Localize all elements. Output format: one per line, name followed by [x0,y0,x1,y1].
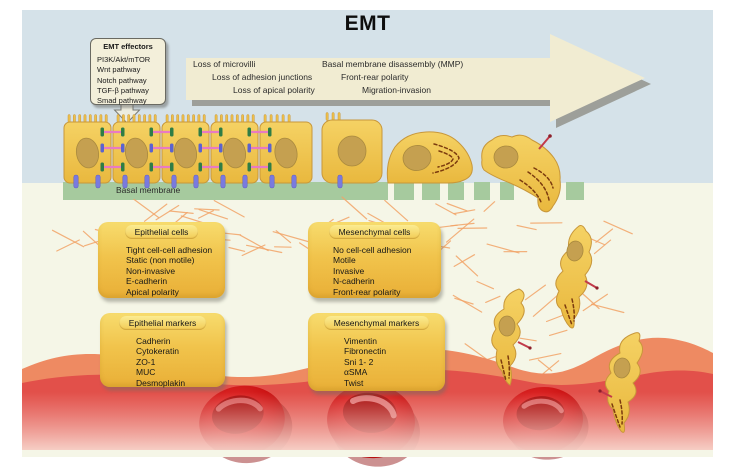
box-item: Front-rear polarity [333,286,401,297]
microvilli [67,112,341,123]
effector-item: Smad pathway [97,96,147,106]
epithelial-cells-box: Epithelial cells Tight cell-cell adhesio… [98,222,225,298]
emt-effectors-box: EMT effectors PI3K/Akt/mTOR Wnt pathway … [90,38,166,105]
effector-item: PI3K/Akt/mTOR [97,55,151,64]
box-item: Invasive [333,265,365,276]
bottom-strip [22,450,713,457]
box-title: Mesenchymal markers [323,316,430,330]
arrow-line: Basal membrane disassembly (MMP) [322,59,464,69]
vessel-fade [22,392,713,457]
box-title: Epithelial cells [124,225,199,239]
arrow-line: Loss of adhesion junctions [212,72,313,82]
epithelial-cell-row [63,112,383,189]
mmp-spike [538,135,551,150]
mesenchymal-cell-migrating [491,288,532,386]
effector-item: Wnt pathway [97,65,141,75]
box-title: Epithelial markers [118,316,207,330]
mmp-spike [517,341,531,349]
box-item: No cell-cell adhesion [333,245,412,255]
mmp-spike [599,390,613,398]
box-item: Static (non motile) [126,255,195,266]
arrow-line: Front-rear polarity [341,72,409,82]
box-item: N-cadherin [333,276,375,287]
box-item: Vimentin [344,336,377,346]
box-title: Mesenchymal cells [328,225,421,239]
mesenchymal-cell-migrating [555,225,599,329]
effector-item: Notch pathway [97,75,147,85]
arrow-line: Loss of microvilli [193,59,256,69]
epithelial-markers-box: Epithelial markers Cadherin Cytokeratin … [100,313,225,388]
box-item: Cadherin [136,336,171,346]
cell-junctions [100,127,272,172]
box-item: Cytokeratin [136,346,179,357]
box-item: Apical polarity [126,286,179,297]
box-item: Twist [344,377,364,388]
box-item: E-cadherin [126,276,168,287]
mmp-spike [584,280,598,289]
mesenchymal-cell-intravasation [598,332,643,433]
arrow-line: Loss of apical polarity [233,85,315,95]
emt-process-arrow [186,34,651,128]
box-item: αSMA [344,367,368,378]
basal-membrane-label: Basal membrane [116,185,181,195]
box-item: ZO-1 [136,356,156,367]
transitional-cell-elongating [386,131,473,184]
integrins [73,174,343,189]
mesenchymal-markers-box: Mesenchymal markers Vimentin Fibronectin… [308,313,445,391]
cell-crossing-membrane [481,134,561,213]
box-item: Sni 1- 2 [344,356,374,367]
box-item: Fibronectin [344,346,387,357]
arrow-text-left: Loss of microvilli Loss of adhesion junc… [193,58,315,97]
box-item: Motile [333,255,356,266]
basal-membrane [63,182,584,200]
box-item: Tight cell-cell adhesion [126,245,213,255]
box-item: Desmoplakin [136,377,186,388]
arrow-body [186,34,645,122]
box-item: Non-invasive [126,265,176,276]
mesenchymal-cells-box: Mesenchymal cells No cell-cell adhesion … [308,222,441,298]
effectors-title: EMT effectors [103,42,153,51]
arrow-line: Migration-invasion [362,85,431,95]
arrow-text-right: Basal membrane disassembly (MMP) Front-r… [322,58,463,97]
effector-item: TGF-β pathway [97,85,149,95]
box-item: MUC [136,367,156,378]
diagram-title: EMT [344,12,391,35]
